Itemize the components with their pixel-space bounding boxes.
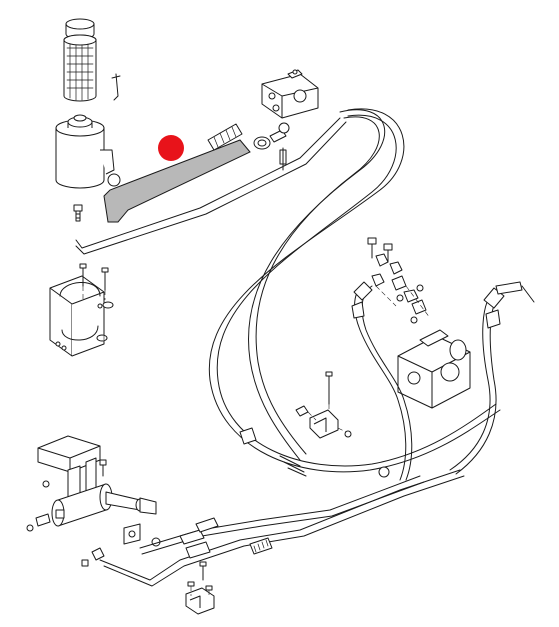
hydraulic-pump[interactable] xyxy=(261,69,319,119)
reservoir-bracket[interactable] xyxy=(49,275,105,357)
control-valve-body[interactable] xyxy=(397,329,471,409)
cylinder-feed-hoses[interactable] xyxy=(99,469,465,587)
hydraulic-cylinder[interactable] xyxy=(51,483,161,547)
hose-spring-sleeve[interactable] xyxy=(207,123,243,151)
bracket-bolt[interactable] xyxy=(79,263,109,291)
bracket-washer[interactable] xyxy=(96,301,114,342)
reservoir-tank[interactable] xyxy=(55,114,121,189)
pressure-line-upper[interactable] xyxy=(75,117,347,255)
pressure-line-inner[interactable] xyxy=(248,109,386,461)
highlight-marker xyxy=(158,135,184,161)
line-connector-midpoint[interactable] xyxy=(239,427,390,478)
valve-hose-right[interactable] xyxy=(449,281,535,475)
return-line-loop[interactable] xyxy=(208,108,501,473)
suction-hose-highlighted[interactable] xyxy=(103,139,251,223)
cylinder-hardware[interactable] xyxy=(26,459,107,567)
drain-plug[interactable] xyxy=(73,204,83,222)
mounting-clip[interactable] xyxy=(295,371,352,439)
valve-hose-left[interactable] xyxy=(351,281,413,481)
valve-fittings-cluster[interactable] xyxy=(367,237,431,324)
dipstick-pin[interactable] xyxy=(111,73,121,101)
banjo-fitting[interactable] xyxy=(269,122,290,171)
filter-element[interactable] xyxy=(63,18,97,102)
hose-clamp[interactable] xyxy=(253,136,271,150)
hose-fittings-lower[interactable] xyxy=(179,517,273,581)
hose-clamp-bracket-lower[interactable] xyxy=(185,581,215,615)
